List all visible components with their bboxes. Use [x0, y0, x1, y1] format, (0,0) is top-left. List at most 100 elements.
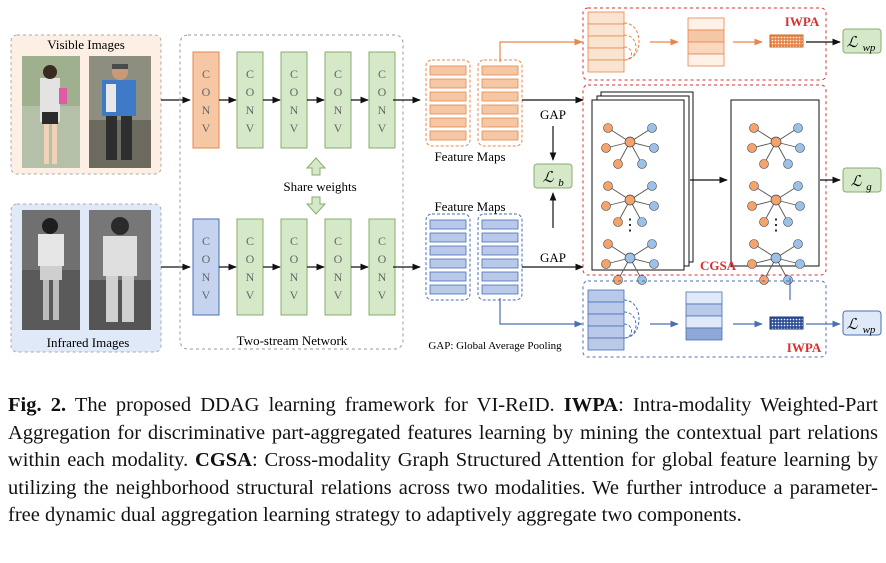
graph-node — [795, 201, 805, 211]
two-stream-network-label: Two-stream Network — [237, 333, 348, 348]
iwpa-bottom-weighted-part — [685, 303, 723, 317]
infrared-conv-letter: V — [334, 288, 343, 302]
infrared-conv-block-5 — [368, 218, 396, 316]
graph-node — [601, 201, 611, 211]
caption-text-2: : Intra-modality Weighted-Part Aggregati… — [8, 394, 878, 471]
loss-g-subscript: g — [866, 181, 872, 193]
cgsa-module: ⋮ ⋮ CGSA — [582, 84, 827, 285]
visible-conv-letter: O — [378, 85, 387, 99]
visible-conv-block-1 — [192, 51, 220, 149]
infrared-conv-letter: N — [378, 270, 387, 284]
visible-conv-letter: C — [202, 67, 210, 81]
infrared-conv-letter: O — [378, 252, 387, 266]
caption-cgsa-term: CGSA — [195, 449, 252, 471]
loss-wp-bottom-label: ℒ — [847, 317, 859, 333]
infrared-conv-letter: V — [290, 288, 299, 302]
gap-bottom-label: GAP — [540, 250, 566, 265]
infrared-feature-part — [429, 219, 467, 230]
graph-node — [793, 181, 803, 191]
infrared-conv-letter: V — [246, 288, 255, 302]
infrared-conv-letter: O — [334, 252, 343, 266]
loss-wp-bottom-box — [842, 310, 882, 336]
infrared-conv-letter: N — [246, 270, 255, 284]
visible-conv-block-5 — [368, 51, 396, 149]
graph-node — [749, 239, 759, 249]
visible-conv-letter: N — [334, 103, 343, 117]
graph-node — [747, 259, 757, 269]
graph-hub-node — [624, 136, 636, 148]
visible-conv-letter: V — [202, 121, 211, 135]
graph-node — [603, 181, 613, 191]
infrared-feature-part — [481, 232, 519, 243]
graph-node — [795, 143, 805, 153]
iwpa-top-feature-vector — [769, 34, 804, 48]
iwpa-top-part — [587, 59, 625, 73]
iwpa-top-weighted-part — [687, 53, 725, 67]
graph-node — [649, 201, 659, 211]
graph-node — [649, 259, 659, 269]
iwpa-top-weighted-part — [687, 41, 725, 55]
visible-conv-letter: C — [246, 67, 254, 81]
visible-conv-letter: N — [290, 103, 299, 117]
infrared-conv-letter: C — [202, 234, 210, 248]
graph-node — [783, 159, 793, 169]
graph-hub-node — [624, 252, 636, 264]
iwpa-top-weighted-part — [687, 17, 725, 31]
infrared-images-label: Infrared Images — [47, 335, 130, 350]
visible-conv-letter: O — [290, 85, 299, 99]
iwpa-bottom-part — [587, 313, 625, 327]
graph-node — [793, 123, 803, 133]
visible-feature-part — [481, 117, 519, 128]
infrared-feature-part — [429, 271, 467, 282]
visible-conv-letter: V — [290, 121, 299, 135]
visible-conv-letter: C — [290, 67, 298, 81]
visible-images-label: Visible Images — [47, 37, 125, 52]
loss-wp-bottom-subscript: wp — [863, 324, 876, 336]
iwpa-bottom-weighted-part — [685, 315, 723, 329]
ddag-framework-diagram: Visible Images Infrared Images — [10, 7, 882, 358]
graph-node — [759, 217, 769, 227]
visible-conv-letter: O — [246, 85, 255, 99]
visible-feature-part — [481, 104, 519, 115]
visible-to-iwpa-arrow — [499, 38, 583, 62]
graph-node — [613, 275, 623, 285]
loss-wp-top-label: ℒ — [847, 35, 859, 51]
iwpa-bottom-part — [587, 289, 625, 303]
infrared-feature-part — [429, 232, 467, 243]
visible-conv-letter: O — [334, 85, 343, 99]
caption-iwpa-term: IWPA — [563, 394, 619, 416]
graph-ellipsis: ⋮ — [768, 217, 784, 234]
visible-feature-part — [429, 117, 467, 128]
visible-conv-letter: V — [334, 121, 343, 135]
loss-b-box — [533, 163, 573, 189]
visible-conv-letter: V — [246, 121, 255, 135]
iwpa-top-part — [587, 35, 625, 49]
loss-wp-top-subscript: wp — [863, 42, 876, 54]
visible-feature-part — [481, 78, 519, 89]
share-weights-up-arrow-icon — [305, 157, 327, 176]
caption-text-3: : Cross-modality Graph Structured Attent… — [8, 449, 878, 526]
visible-conv-letter: V — [378, 121, 387, 135]
feature-maps-top-label: Feature Maps — [434, 149, 505, 164]
infrared-conv-letter: O — [290, 252, 299, 266]
gap-note: GAP: Global Average Pooling — [428, 340, 562, 352]
visible-conv-letter: C — [334, 67, 342, 81]
visible-feature-part — [429, 104, 467, 115]
iwpa-bottom-weighted-part — [685, 291, 723, 305]
infrared-conv-letter: N — [202, 270, 211, 284]
graph-hub-node — [770, 252, 782, 264]
infrared-conv-block-2 — [236, 218, 264, 316]
infrared-feature-part — [481, 284, 519, 295]
infrared-conv-letter: C — [290, 234, 298, 248]
iwpa-bottom-part — [587, 337, 625, 351]
infrared-images-panel: Infrared Images — [10, 203, 162, 353]
graph-node — [613, 217, 623, 227]
infrared-conv-letter: C — [246, 234, 254, 248]
iwpa-bottom-part — [587, 301, 625, 315]
infrared-conv-letter: C — [334, 234, 342, 248]
graph-node — [747, 143, 757, 153]
graph-node — [747, 201, 757, 211]
visible-feature-part — [481, 130, 519, 141]
